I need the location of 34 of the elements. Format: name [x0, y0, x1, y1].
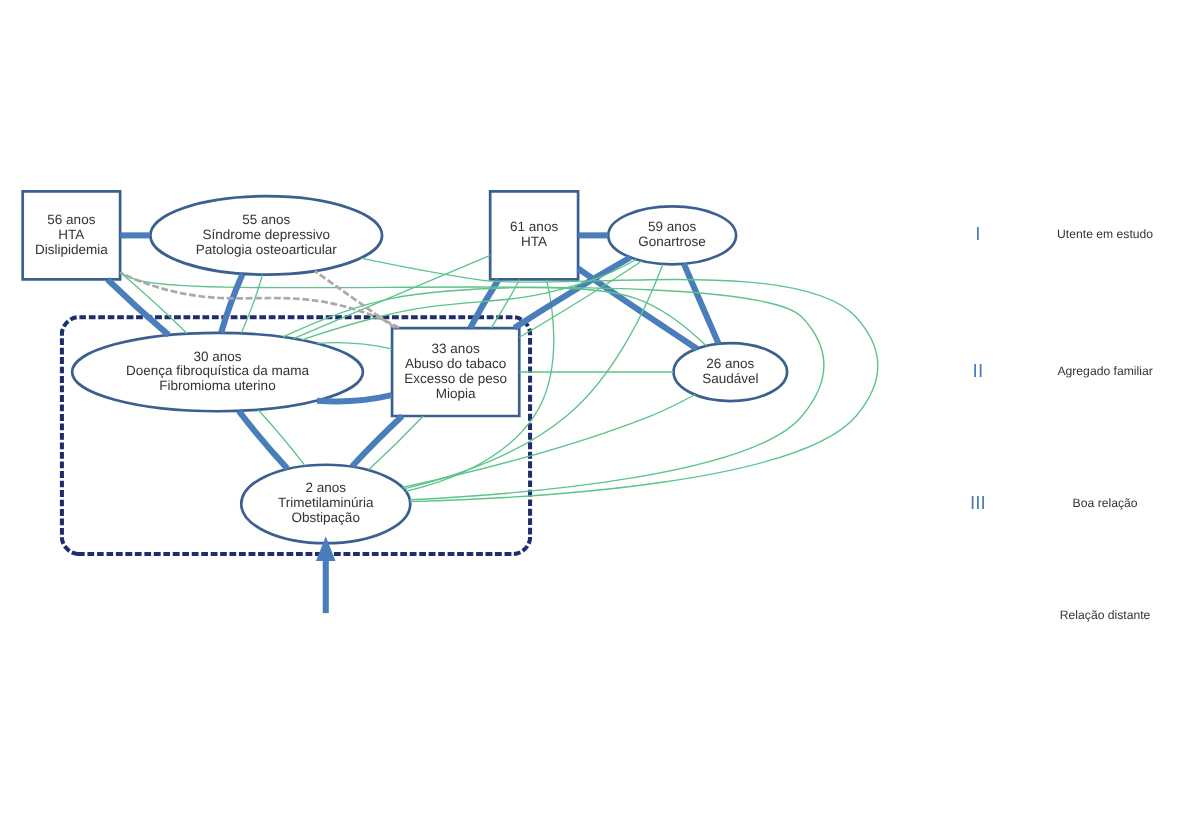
connector	[301, 258, 637, 341]
connector	[316, 392, 393, 405]
connector	[518, 371, 675, 373]
connector	[576, 266, 699, 352]
label: III	[970, 492, 986, 515]
arrow	[315, 536, 336, 614]
connector	[119, 271, 400, 330]
connector	[120, 232, 151, 239]
connector	[360, 257, 879, 503]
connector	[282, 286, 707, 347]
connector	[218, 272, 246, 334]
connector	[403, 263, 664, 490]
connector	[119, 272, 825, 501]
connector	[240, 274, 264, 334]
connector	[367, 415, 424, 471]
connector	[578, 232, 608, 239]
connector	[401, 393, 696, 489]
connector	[405, 279, 555, 493]
label: I	[975, 224, 981, 247]
connector	[292, 254, 491, 340]
connector	[316, 341, 393, 350]
connector	[490, 278, 521, 329]
connector	[105, 277, 171, 338]
connector	[236, 409, 290, 471]
connector	[349, 413, 405, 469]
connector	[257, 409, 306, 467]
cluster	[59, 315, 533, 556]
connector	[314, 270, 396, 330]
connector	[512, 254, 632, 331]
label: II	[972, 361, 984, 384]
connector	[518, 260, 643, 338]
connector	[119, 271, 188, 335]
connector	[681, 262, 722, 345]
connector	[467, 277, 502, 330]
